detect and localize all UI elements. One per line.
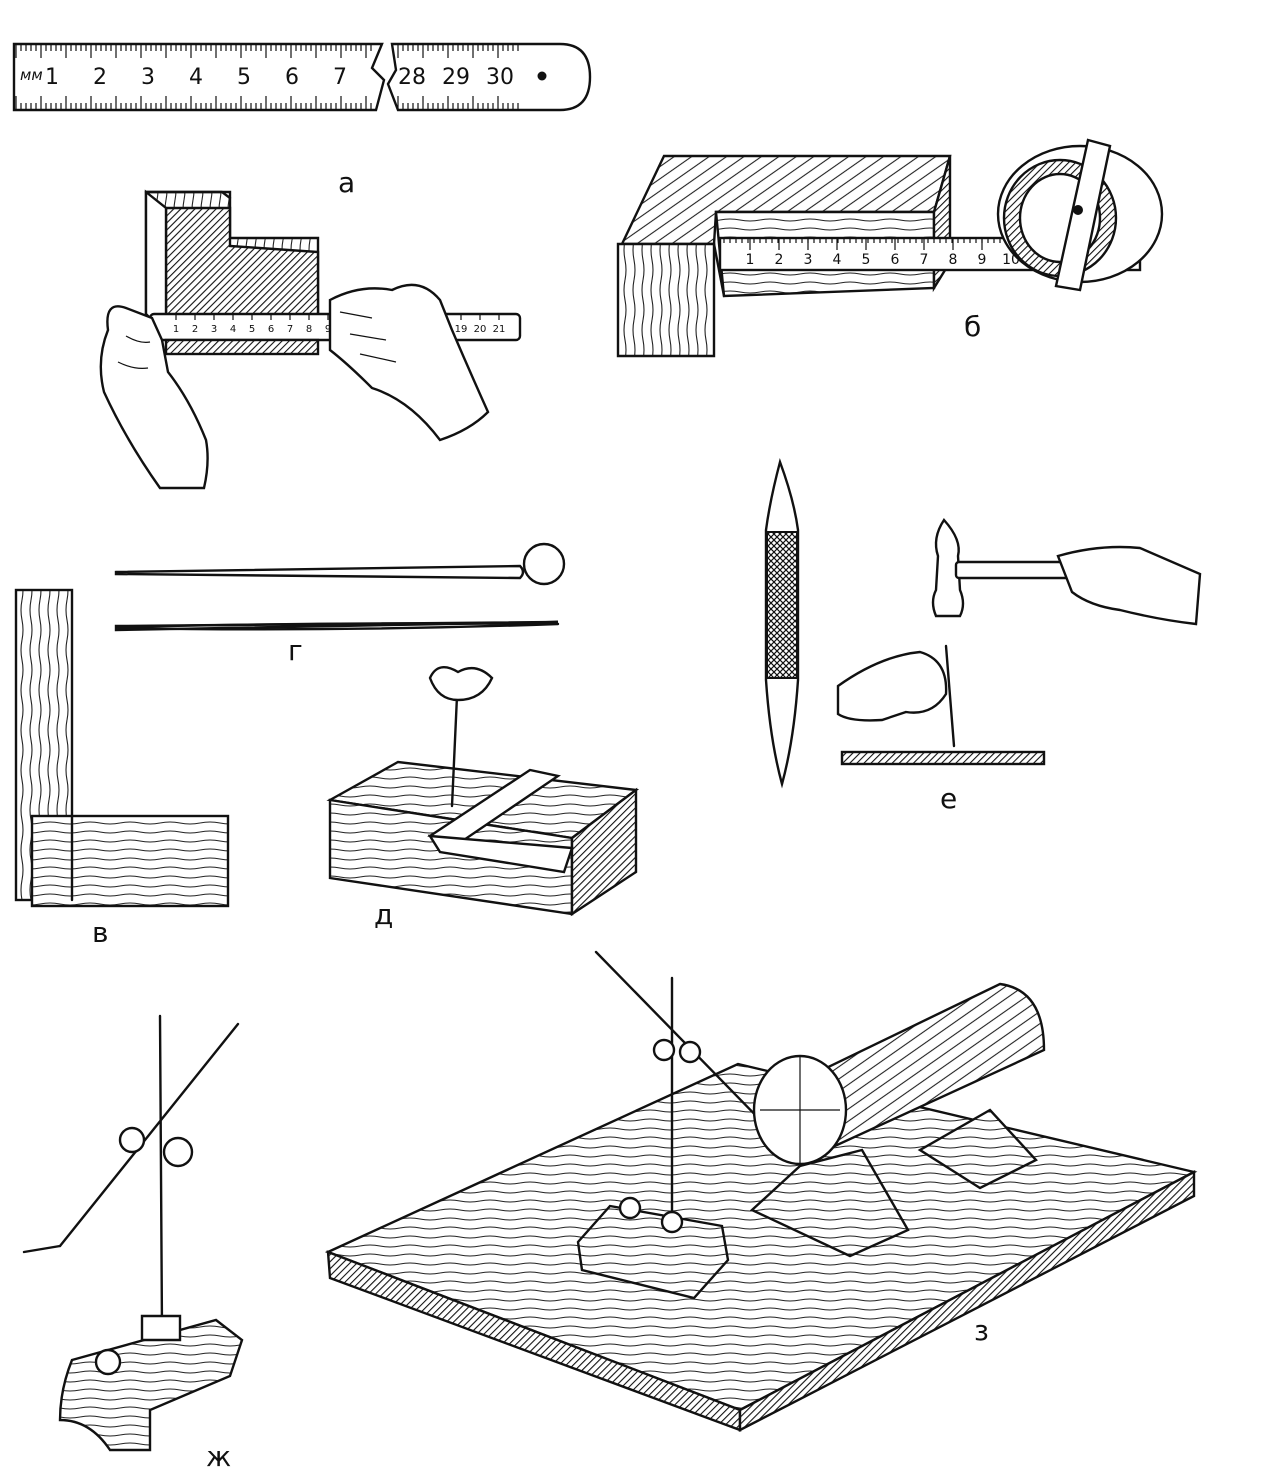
hand-ruler-number: 2 — [192, 324, 198, 335]
ruler-number: 30 — [486, 65, 514, 90]
ruler-left-numbers: 1 2 3 4 5 6 7 — [45, 65, 347, 90]
hammer — [931, 518, 1202, 626]
hand-ruler-number: 9 — [325, 324, 331, 335]
surface-gauge — [22, 1014, 244, 1452]
hand-ruler-number: 20 — [474, 324, 487, 335]
hand-ruler-number: 4 — [230, 324, 236, 335]
hand-ruler-number: 8 — [306, 324, 312, 335]
label-b: б — [964, 310, 981, 343]
ruler-number: 28 — [398, 65, 426, 90]
tape-number: 1 — [746, 252, 755, 268]
scribers — [114, 542, 566, 632]
ruler-number: 7 — [333, 65, 347, 90]
tape-number: 3 — [804, 252, 813, 268]
tape-number: 4 — [833, 252, 842, 268]
tape-number: 2 — [775, 252, 784, 268]
steel-ruler: мм 1 2 3 4 5 6 7 28 29 30 — [12, 42, 592, 112]
tape-case — [996, 138, 1164, 292]
tape-number: 6 — [891, 252, 900, 268]
hand-measuring-block: 1234567891011121318192021 — [99, 189, 522, 490]
hand-ruler-number: 1 — [173, 324, 179, 335]
marking-plate-setup — [324, 950, 1198, 1432]
hand-ruler-number: 5 — [249, 324, 255, 335]
ruler-unit-label: мм — [20, 66, 43, 84]
ruler-number: 2 — [93, 65, 107, 90]
tape-number: 8 — [949, 252, 958, 268]
tape-number: 5 — [862, 252, 871, 268]
tape-number: 9 — [978, 252, 987, 268]
try-square — [14, 588, 230, 908]
block-with-tape: 1234567891011121314 — [616, 138, 1164, 358]
label-z: з — [974, 1314, 989, 1347]
hand-ruler-number: 7 — [287, 324, 293, 335]
tape-number: 7 — [920, 252, 929, 268]
hand-ruler-number: 19 — [455, 324, 468, 335]
label-e: е — [940, 782, 957, 815]
marking-on-block — [326, 666, 640, 917]
ruler-number: 29 — [442, 65, 470, 90]
ruler-number: 3 — [141, 65, 155, 90]
ruler-number: 5 — [237, 65, 251, 90]
center-punch — [764, 458, 800, 789]
label-g: г — [288, 634, 303, 667]
ruler-right-numbers: 28 29 30 — [398, 65, 514, 90]
punching — [836, 644, 1046, 766]
hand-ruler-number: 21 — [493, 324, 506, 335]
hand-ruler-number: 6 — [268, 324, 274, 335]
ruler-number: 1 — [45, 65, 59, 90]
ruler-number: 6 — [285, 65, 299, 90]
hand-ruler-number: 3 — [211, 324, 217, 335]
label-v: в — [92, 916, 109, 949]
label-d: д — [374, 898, 393, 931]
ruler-number: 4 — [189, 65, 203, 90]
label-a: а — [338, 166, 355, 199]
label-zh: ж — [206, 1440, 231, 1473]
ruler-minor-ticks — [15, 44, 519, 110]
